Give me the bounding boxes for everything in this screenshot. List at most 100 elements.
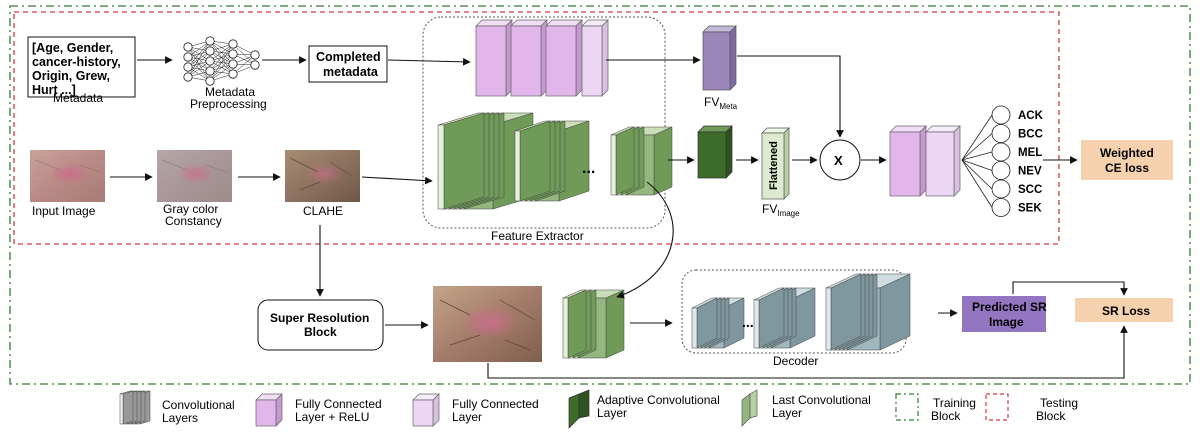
legend-adaptive-label-1: Adaptive Convolutional <box>597 393 720 407</box>
legend-last-conv-label-1: Last Convolutional <box>772 393 871 407</box>
multiply-node <box>819 139 861 181</box>
class-node-ack <box>991 105 1011 125</box>
preprocessing-label-2: Preprocessing <box>190 97 267 111</box>
legend-testing-label-1: Testing <box>1040 396 1078 410</box>
metadata-line-2: cancer-history, <box>32 55 121 69</box>
fv-meta-label: FVMeta <box>704 95 738 111</box>
feature-extractor-border <box>422 16 666 229</box>
nn-edge <box>232 54 256 75</box>
arrow-clahe-to-conv <box>361 176 433 185</box>
decoder-ellipsis: ... <box>742 314 754 330</box>
nn-node <box>183 62 193 72</box>
nn-edge <box>209 43 234 72</box>
metadata-line-4: Hurt ...] <box>32 83 76 97</box>
fv-image-label: FVImage <box>762 202 800 218</box>
weighted-ce-loss-line-2: CE loss <box>1105 161 1149 175</box>
metadata-fc-stack <box>475 19 609 97</box>
nn-node <box>183 52 193 62</box>
predicted-sr-line-1: Predicted SR <box>972 300 1047 314</box>
legend-testing-icon <box>985 393 1009 421</box>
gray-constancy-image <box>157 150 232 202</box>
sr-loss-label: SR Loss <box>1102 304 1150 318</box>
decoder-stack-2 <box>753 287 816 349</box>
class-node-nev <box>991 161 1011 180</box>
legend-fc-relu-label-1: Fully Connected <box>295 397 382 411</box>
sr-loss-box <box>1075 298 1173 322</box>
fc-block-4 <box>581 19 609 97</box>
metadata-label: Metadata <box>53 91 103 105</box>
nn-node <box>250 60 260 70</box>
legend-testing-label-2: Block <box>1036 409 1066 423</box>
arrow-completed-to-fc <box>387 57 471 66</box>
last-conv-stack <box>610 126 673 196</box>
clahe-image <box>285 150 360 202</box>
legend-last-conv-icon <box>741 389 758 427</box>
nn-node <box>228 69 238 79</box>
gray-constancy-label-1: Gray color <box>163 202 218 216</box>
predicted-sr-box <box>962 296 1046 332</box>
gray-constancy-label-2: Constancy <box>165 214 222 228</box>
training-block-border <box>9 5 1191 385</box>
flattened-block: Flattened <box>761 127 790 200</box>
legend-last-conv-label-2: Layer <box>772 406 802 420</box>
nn-edge <box>209 63 234 82</box>
class-edge <box>961 159 993 208</box>
nn-node <box>183 42 193 52</box>
metadata-line-1: [Age, Gender, <box>32 41 113 55</box>
nn-edge <box>187 40 211 68</box>
metadata-box: [Age, Gender, cancer-history, Origin, Gr… <box>27 36 136 98</box>
preprocessing-label-1: Metadata <box>205 85 255 99</box>
input-image-label: Input Image <box>32 204 96 218</box>
legend-training-icon <box>895 393 919 421</box>
decoder-label: Decoder <box>773 354 818 368</box>
arrow-fvmeta-to-multiply <box>737 55 844 138</box>
nn-node <box>250 50 260 60</box>
class-label-sek: SEK <box>1018 203 1042 215</box>
clahe-label: CLAHE <box>303 204 343 218</box>
class-edge <box>961 114 993 161</box>
completed-metadata-line-1: Completed <box>316 50 381 64</box>
weighted-ce-loss-box <box>1081 140 1173 180</box>
class-node-bcc <box>991 124 1011 143</box>
fc-relu-block-2 <box>510 19 548 97</box>
super-resolution-line-1: Super Resolution <box>270 311 369 325</box>
nn-node <box>183 72 193 82</box>
legend-conv-label-1: Convolutional <box>162 398 235 412</box>
dec2-layer <box>753 287 785 349</box>
nn-edge <box>209 43 234 82</box>
connectors <box>110 55 1128 379</box>
predicted-sr-line-2: Image <box>989 315 1024 329</box>
flattened-label: Flattened <box>768 141 780 190</box>
completed-metadata-box <box>308 45 388 83</box>
input-image <box>30 150 105 202</box>
class-label-mel: MEL <box>1018 147 1042 159</box>
conv2-layer <box>514 120 551 202</box>
legend-adaptive-label-2: Layer <box>597 406 627 420</box>
dec1-layer <box>691 297 718 349</box>
class-node-scc <box>991 179 1011 199</box>
nn-node <box>228 59 238 69</box>
neural-network-icon <box>183 36 260 86</box>
conv-stack-1 <box>437 112 534 210</box>
legconv-layer <box>119 390 134 425</box>
conv-ellipsis: ... <box>582 160 595 177</box>
nn-node <box>205 66 215 76</box>
feature-extractor-label: Feature Extractor <box>491 229 584 243</box>
legend-fc-label-1: Fully Connected <box>452 397 539 411</box>
class-node-sek <box>991 198 1011 217</box>
super-resolution-line-2: Block <box>304 325 337 339</box>
fc-relu-block-3 <box>545 19 583 97</box>
class-edge <box>961 159 993 171</box>
adaptive-conv-block <box>697 125 733 179</box>
super-resolution-box <box>257 299 384 351</box>
class-edge <box>961 151 993 161</box>
metadata-line-3: Origin, Grew, <box>32 69 110 83</box>
nn-edge <box>209 43 234 62</box>
nn-node <box>205 76 215 86</box>
arrow-lastconv-to-srconv <box>616 181 674 299</box>
arrow-predicted-to-srloss <box>1012 281 1128 296</box>
legend-conv-icon <box>119 390 151 425</box>
